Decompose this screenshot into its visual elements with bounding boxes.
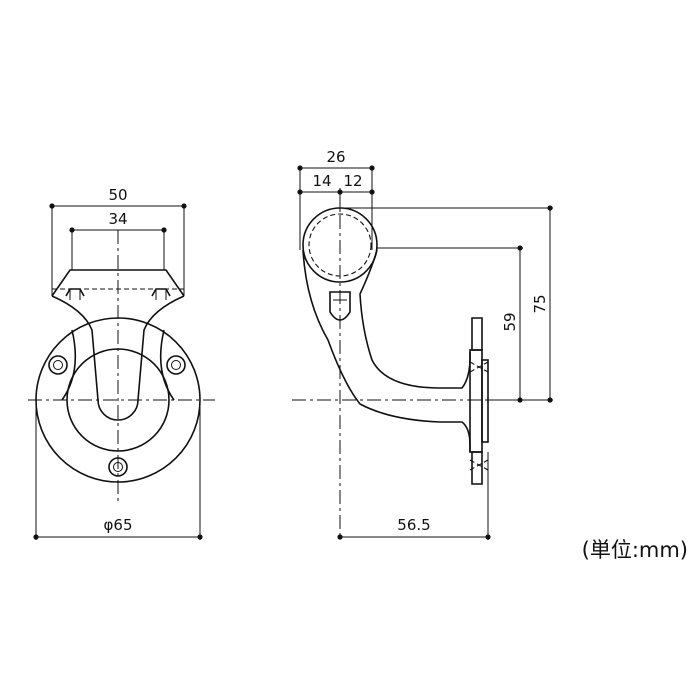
dimension-75: 75 bbox=[340, 205, 553, 403]
bracket-stem bbox=[51, 295, 185, 421]
dimension-label-26: 26 bbox=[326, 148, 345, 166]
screw-hole-left bbox=[48, 355, 68, 375]
saddle-screw-right bbox=[151, 288, 171, 300]
dimension-label-59: 59 bbox=[501, 312, 519, 331]
unit-note: (単位:mm) bbox=[582, 538, 688, 562]
stem-fillet-right bbox=[159, 329, 175, 401]
dimension-50: 50 bbox=[49, 186, 187, 296]
dimension-diameter-65: φ65 bbox=[33, 400, 203, 540]
bracket-arm-outer-edge bbox=[302, 249, 471, 452]
wall-plate-lower-screw-guide bbox=[471, 451, 483, 485]
screw-hole-bottom bbox=[108, 457, 128, 477]
wall-plate-upper-screw-guide bbox=[471, 317, 483, 351]
wall-plate-flange bbox=[469, 349, 483, 453]
handrail-pipe-inner bbox=[308, 213, 372, 277]
dimension-14-12: 14 12 bbox=[297, 172, 375, 212]
dimension-56-5: 56.5 bbox=[337, 452, 491, 540]
bracket-arm-inner-edge bbox=[359, 249, 471, 389]
screw-hole-right bbox=[166, 355, 186, 375]
base-plate-inner-circle bbox=[66, 348, 170, 452]
dimension-59: 59 bbox=[377, 245, 523, 403]
dimension-34: 34 bbox=[69, 210, 167, 270]
dimension-label-14: 14 bbox=[312, 172, 331, 190]
dimension-26: 26 bbox=[297, 148, 375, 250]
saddle-screw-left bbox=[65, 288, 85, 300]
dimension-label-75: 75 bbox=[531, 294, 549, 313]
wall-screw-upper bbox=[469, 361, 489, 373]
dimension-label-50: 50 bbox=[108, 186, 127, 204]
wall-plate-back bbox=[481, 359, 489, 443]
wall-screw-lower bbox=[469, 459, 489, 471]
front-view: 50 34 φ65 bbox=[28, 186, 215, 540]
saddle-top-plate bbox=[51, 269, 185, 297]
dimension-label-12: 12 bbox=[343, 172, 362, 190]
stem-fillet-left bbox=[61, 329, 77, 401]
saddle-screw bbox=[329, 291, 351, 321]
dimension-label-56-5: 56.5 bbox=[397, 516, 430, 534]
dimension-label-diameter: φ65 bbox=[104, 516, 133, 534]
side-view: 26 14 12 75 59 bbox=[292, 148, 553, 540]
dimension-label-34: 34 bbox=[108, 210, 127, 228]
